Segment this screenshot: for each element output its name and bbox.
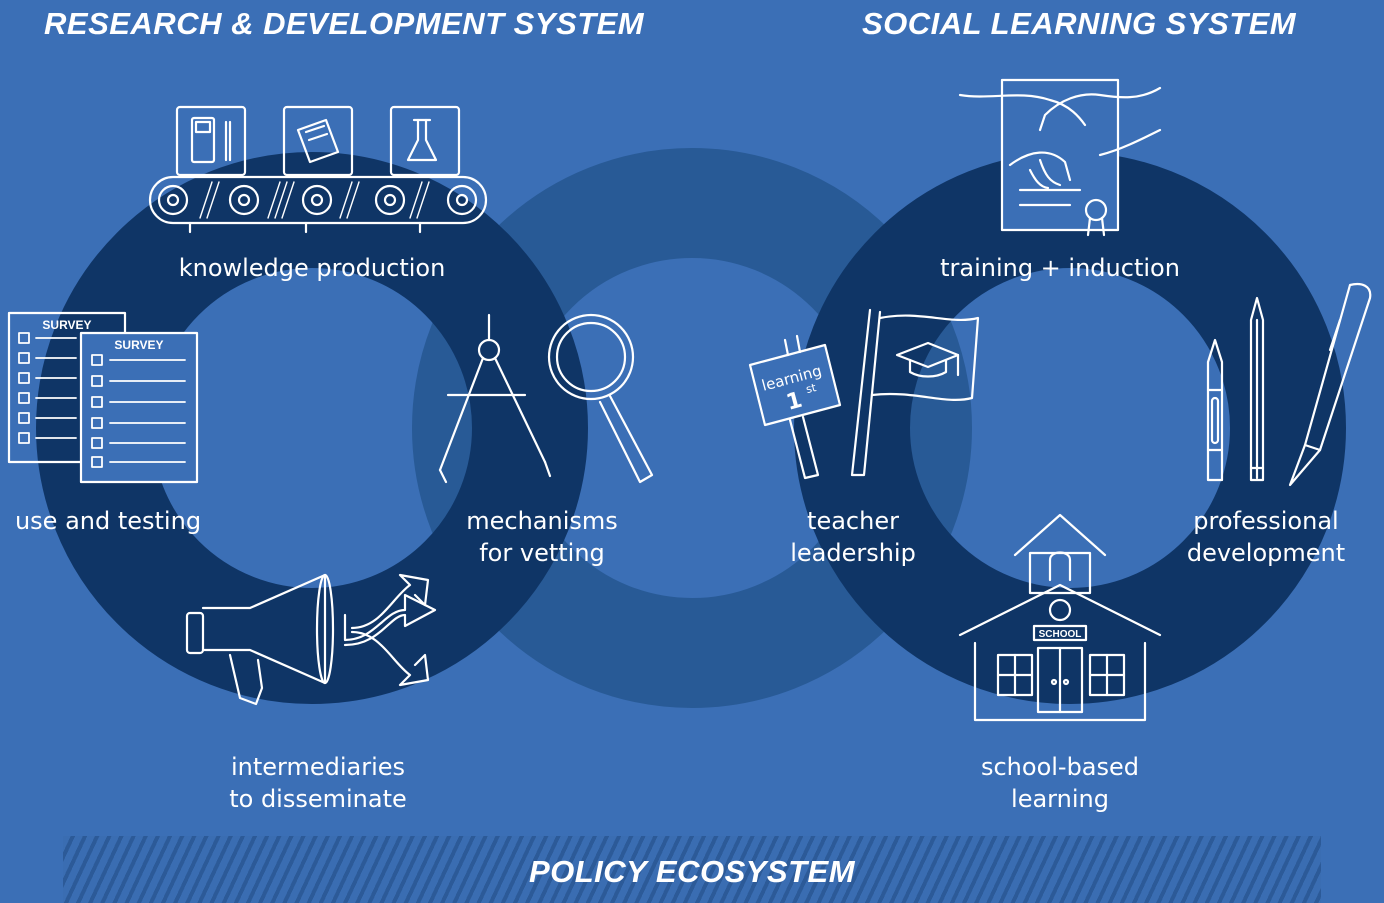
label-line: learning xyxy=(1011,785,1109,813)
middle-ring xyxy=(412,148,972,708)
label-knowledge-production: knowledge production xyxy=(178,254,446,282)
handshake-icon xyxy=(958,86,1162,190)
label-line: professional xyxy=(1193,507,1339,535)
title-social-learning: SOCIAL LEARNING SYSTEM xyxy=(862,6,1297,41)
sign-suffix: st xyxy=(805,381,819,396)
sign-number: 1 xyxy=(784,388,805,416)
compass-icon xyxy=(438,313,552,484)
flag-icon xyxy=(850,308,980,477)
policy-ecosystem-band: POLICY ECOSYSTEM xyxy=(63,836,1321,903)
survey-label-1: SURVEY xyxy=(42,318,91,332)
schoolhouse-icon xyxy=(958,513,1162,722)
label-teacher-leadership: teacher leadership xyxy=(773,505,933,569)
sign-icon xyxy=(748,334,842,480)
label-line: leadership xyxy=(790,539,916,567)
survey-icon xyxy=(7,311,199,484)
label-line: teacher xyxy=(807,507,899,535)
label-line: to disseminate xyxy=(229,785,407,813)
title-research-development: RESEARCH & DEVELOPMENT SYSTEM xyxy=(44,6,645,41)
label-line: intermediaries xyxy=(230,753,406,781)
notebook-icon xyxy=(282,105,354,177)
label-intermediaries: intermediaries to disseminate xyxy=(218,751,418,815)
pen-icon xyxy=(1288,282,1372,487)
label-use-and-testing: use and testing xyxy=(14,507,202,535)
label-line: mechanisms xyxy=(466,507,618,535)
survey-label-2: SURVEY xyxy=(114,338,163,352)
label-school-based-learning: school-based learning xyxy=(960,751,1160,815)
crayon-icon xyxy=(1206,338,1224,482)
magnifying-glass-icon xyxy=(547,313,654,484)
label-professional-development: professional development xyxy=(1176,505,1356,569)
label-mechanisms-for-vetting: mechanisms for vetting xyxy=(442,505,642,569)
label-line: for vetting xyxy=(479,539,605,567)
calculator-icon xyxy=(175,105,247,177)
policy-ecosystem-label: POLICY ECOSYSTEM xyxy=(528,854,856,889)
pencil-icon xyxy=(1249,296,1265,482)
certificate-icon xyxy=(1000,78,1120,237)
arrows-icon xyxy=(343,573,437,687)
label-line: development xyxy=(1186,539,1346,567)
megaphone-icon xyxy=(185,573,335,706)
conveyor-belt-icon xyxy=(148,175,488,234)
school-sign-label: SCHOOL xyxy=(1039,629,1082,640)
beaker-icon xyxy=(389,105,461,177)
label-training-induction: training + induction xyxy=(940,254,1180,282)
label-line: school-based xyxy=(980,753,1140,781)
